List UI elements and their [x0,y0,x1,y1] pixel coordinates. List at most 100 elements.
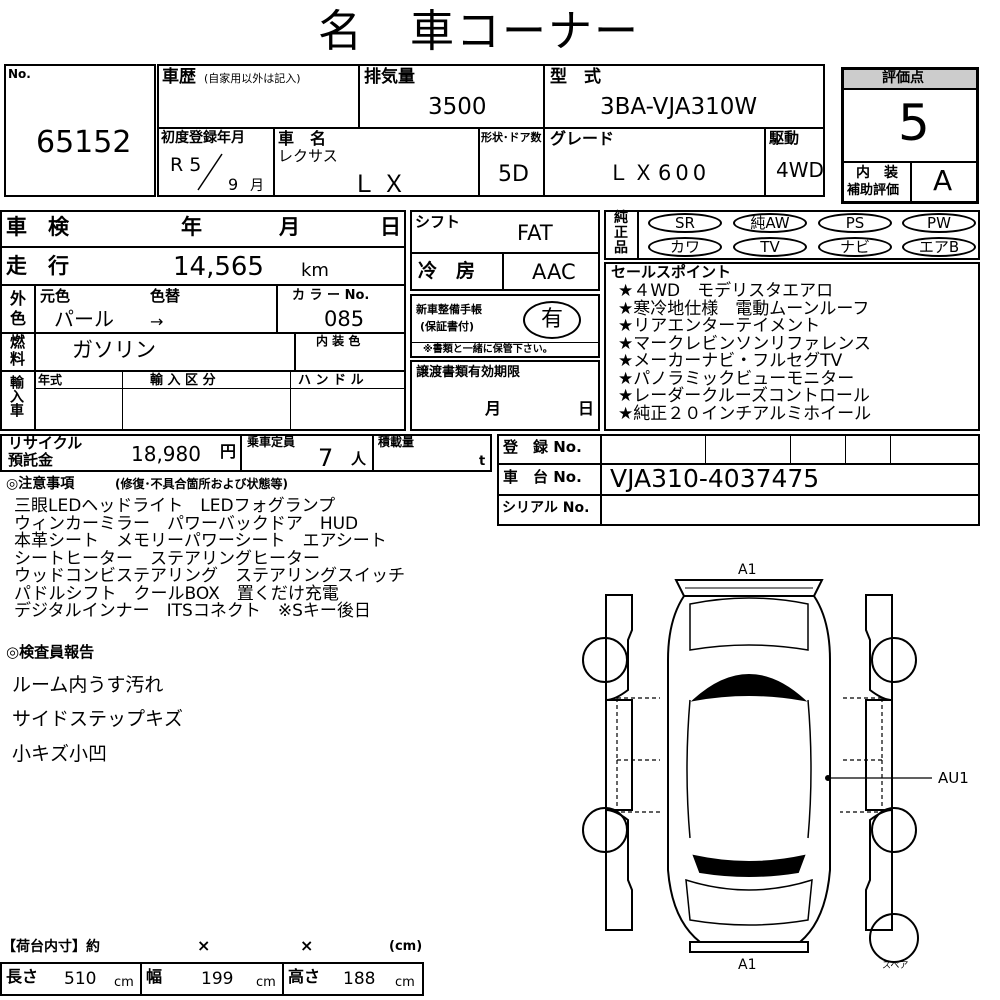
sales-points-box [604,262,980,431]
sales-point-item: ★純正２０インチアルミホイール [618,403,872,424]
width-unit: cm [256,975,276,990]
equipment-sr: SR [648,213,722,233]
ac-value: AAC [532,260,576,284]
shift-ac-box [410,210,600,291]
damage-label-au1: AU1 [938,769,969,787]
doors-value: 5D [498,162,529,187]
interior-color-label: 内 装 色 [316,334,361,348]
model-value: 3BA-VJA310W [600,94,758,120]
color-arrow: → [150,312,164,331]
ac-label: 冷 房 [418,260,476,282]
recycle-label-2: 預託金 [8,451,54,469]
spec-table [0,210,406,431]
grade-value: ＬＸ600 [608,161,711,185]
inspector-line: 小キズ小凹 [12,743,108,765]
shaken-year: 年 [181,215,202,239]
history-label: 車歴 [162,67,196,87]
recycle-value: 18,980 [131,442,201,466]
registration-label: 登 録 No. [503,438,582,456]
length-unit: cm [114,975,134,990]
stock-number-label: No. [8,67,31,81]
manual-box [410,294,600,358]
history-note: (自家用以外は記入) [204,72,301,85]
equipment-label-1: 純 [614,210,628,226]
notes-sub: (修復･不具合箇所および状態等) [115,477,288,491]
cargo-x1: × [197,936,211,955]
sales-points-list: ★４WD モデリスタエアロ ★寒冷地仕様 電動ムーンルーフ ★リアエンターテイメ… [618,282,872,424]
equipment-airbag: エアB [902,237,976,257]
registration-box [497,434,980,526]
capacity-value: 7 [318,444,334,472]
dimensions-box [0,962,424,996]
stock-number-box [4,64,156,197]
inspector-line: サイドステップキズ [12,708,184,730]
inspector-label: ◎検査員報告 [6,643,95,661]
grade-label: グレード [550,129,615,148]
note-line: 三眼LEDヘッドライト LEDフォグランプ [14,496,336,516]
cargo-x2: × [300,936,314,955]
stock-number: 65152 [36,125,132,160]
capacity-unit: 人 [351,450,367,468]
equipment-aw: 純AW [733,213,807,233]
shaken-month: 月 [279,215,300,239]
note-line: ウィンカーミラー パワーバックドア HUD [14,513,359,534]
transfer-month: 月 [485,399,502,418]
manual-note: ※書類と一緒に保管下さい。 [423,344,553,355]
car-diagram [570,560,1000,980]
body-door-label: 形状･ドア数 [481,131,542,144]
equipment-navi: ナビ [818,237,892,257]
repaint-label: 色替 [150,287,181,305]
first-registration-month: 9 [228,175,239,194]
note-line: デジタルインナー ITSコネクト ※Sキー後日 [14,601,371,621]
shaken-day: 日 [380,215,401,239]
shift-label: シフト [415,213,461,231]
note-line: 本革シート メモリーパワーシート エアシート [14,531,387,551]
interior-label-2: 補助評価 [847,183,900,198]
original-color-value: パール [54,307,114,331]
car-name-label: 車 名 [278,129,327,148]
fuel-value: ガソリン [72,338,156,362]
width-label: 幅 [146,967,163,986]
transfer-box [410,360,600,431]
recycle-label-1: リサイクル [8,434,83,452]
equipment-pw: PW [902,213,976,233]
inspector-line: ルーム内うす汚れ [12,674,164,696]
mileage-unit: km [301,260,329,281]
fuel-label-2: 料 [10,350,26,368]
sales-point-item: ★パノラミックビューモニター [618,368,855,389]
manual-label-2: (保証書付) [420,320,475,333]
first-registration-year: R 5 [170,154,202,176]
equipment-ps: PS [818,213,892,233]
height-unit: cm [395,975,415,990]
equipment-box [604,210,980,260]
height-value: 188 [343,969,376,989]
note-line: ウッドコンビステアリング ステアリングスイッチ [14,566,405,586]
car-name: ＬＸ [352,170,412,198]
model-label: 型 式 [550,67,601,87]
serial-label: シリアル No. [502,500,590,516]
drive-value: 4WD [776,158,824,182]
color-code-value: 085 [324,307,365,331]
note-line: パドルシフト クールBOX 置くだけ充電 [14,583,339,604]
shaken-label: 車 検 [6,215,69,239]
maker-name: レクサス [278,147,338,165]
sales-point-item: ★レーダークルーズコントロール [618,386,870,406]
recycle-unit: 円 [220,442,237,461]
length-value: 510 [64,969,97,989]
cargo-label: 【荷台内寸】約 [2,939,100,955]
displacement-label: 排気量 [364,67,415,87]
import-label: 輸入車 [8,375,24,417]
mileage-value: 14,565 [173,252,264,282]
rear-label: A1 [738,957,757,973]
equipment-leather: カワ [648,237,722,257]
original-color-label: 元色 [40,287,71,305]
transfer-day: 日 [578,399,595,418]
equipment-label-2: 正 [614,225,628,241]
capacity-label: 乗車定員 [247,435,296,449]
interior-label-1: 内 装 [856,165,898,181]
shift-value: FAT [517,221,553,245]
first-registration-label: 初度登録年月 [161,130,245,146]
mileage-label: 走 行 [6,254,69,278]
sales-point-item: ★寒冷地仕様 電動ムーンルーフ [618,298,870,319]
fuel-label-1: 燃 [10,333,26,351]
